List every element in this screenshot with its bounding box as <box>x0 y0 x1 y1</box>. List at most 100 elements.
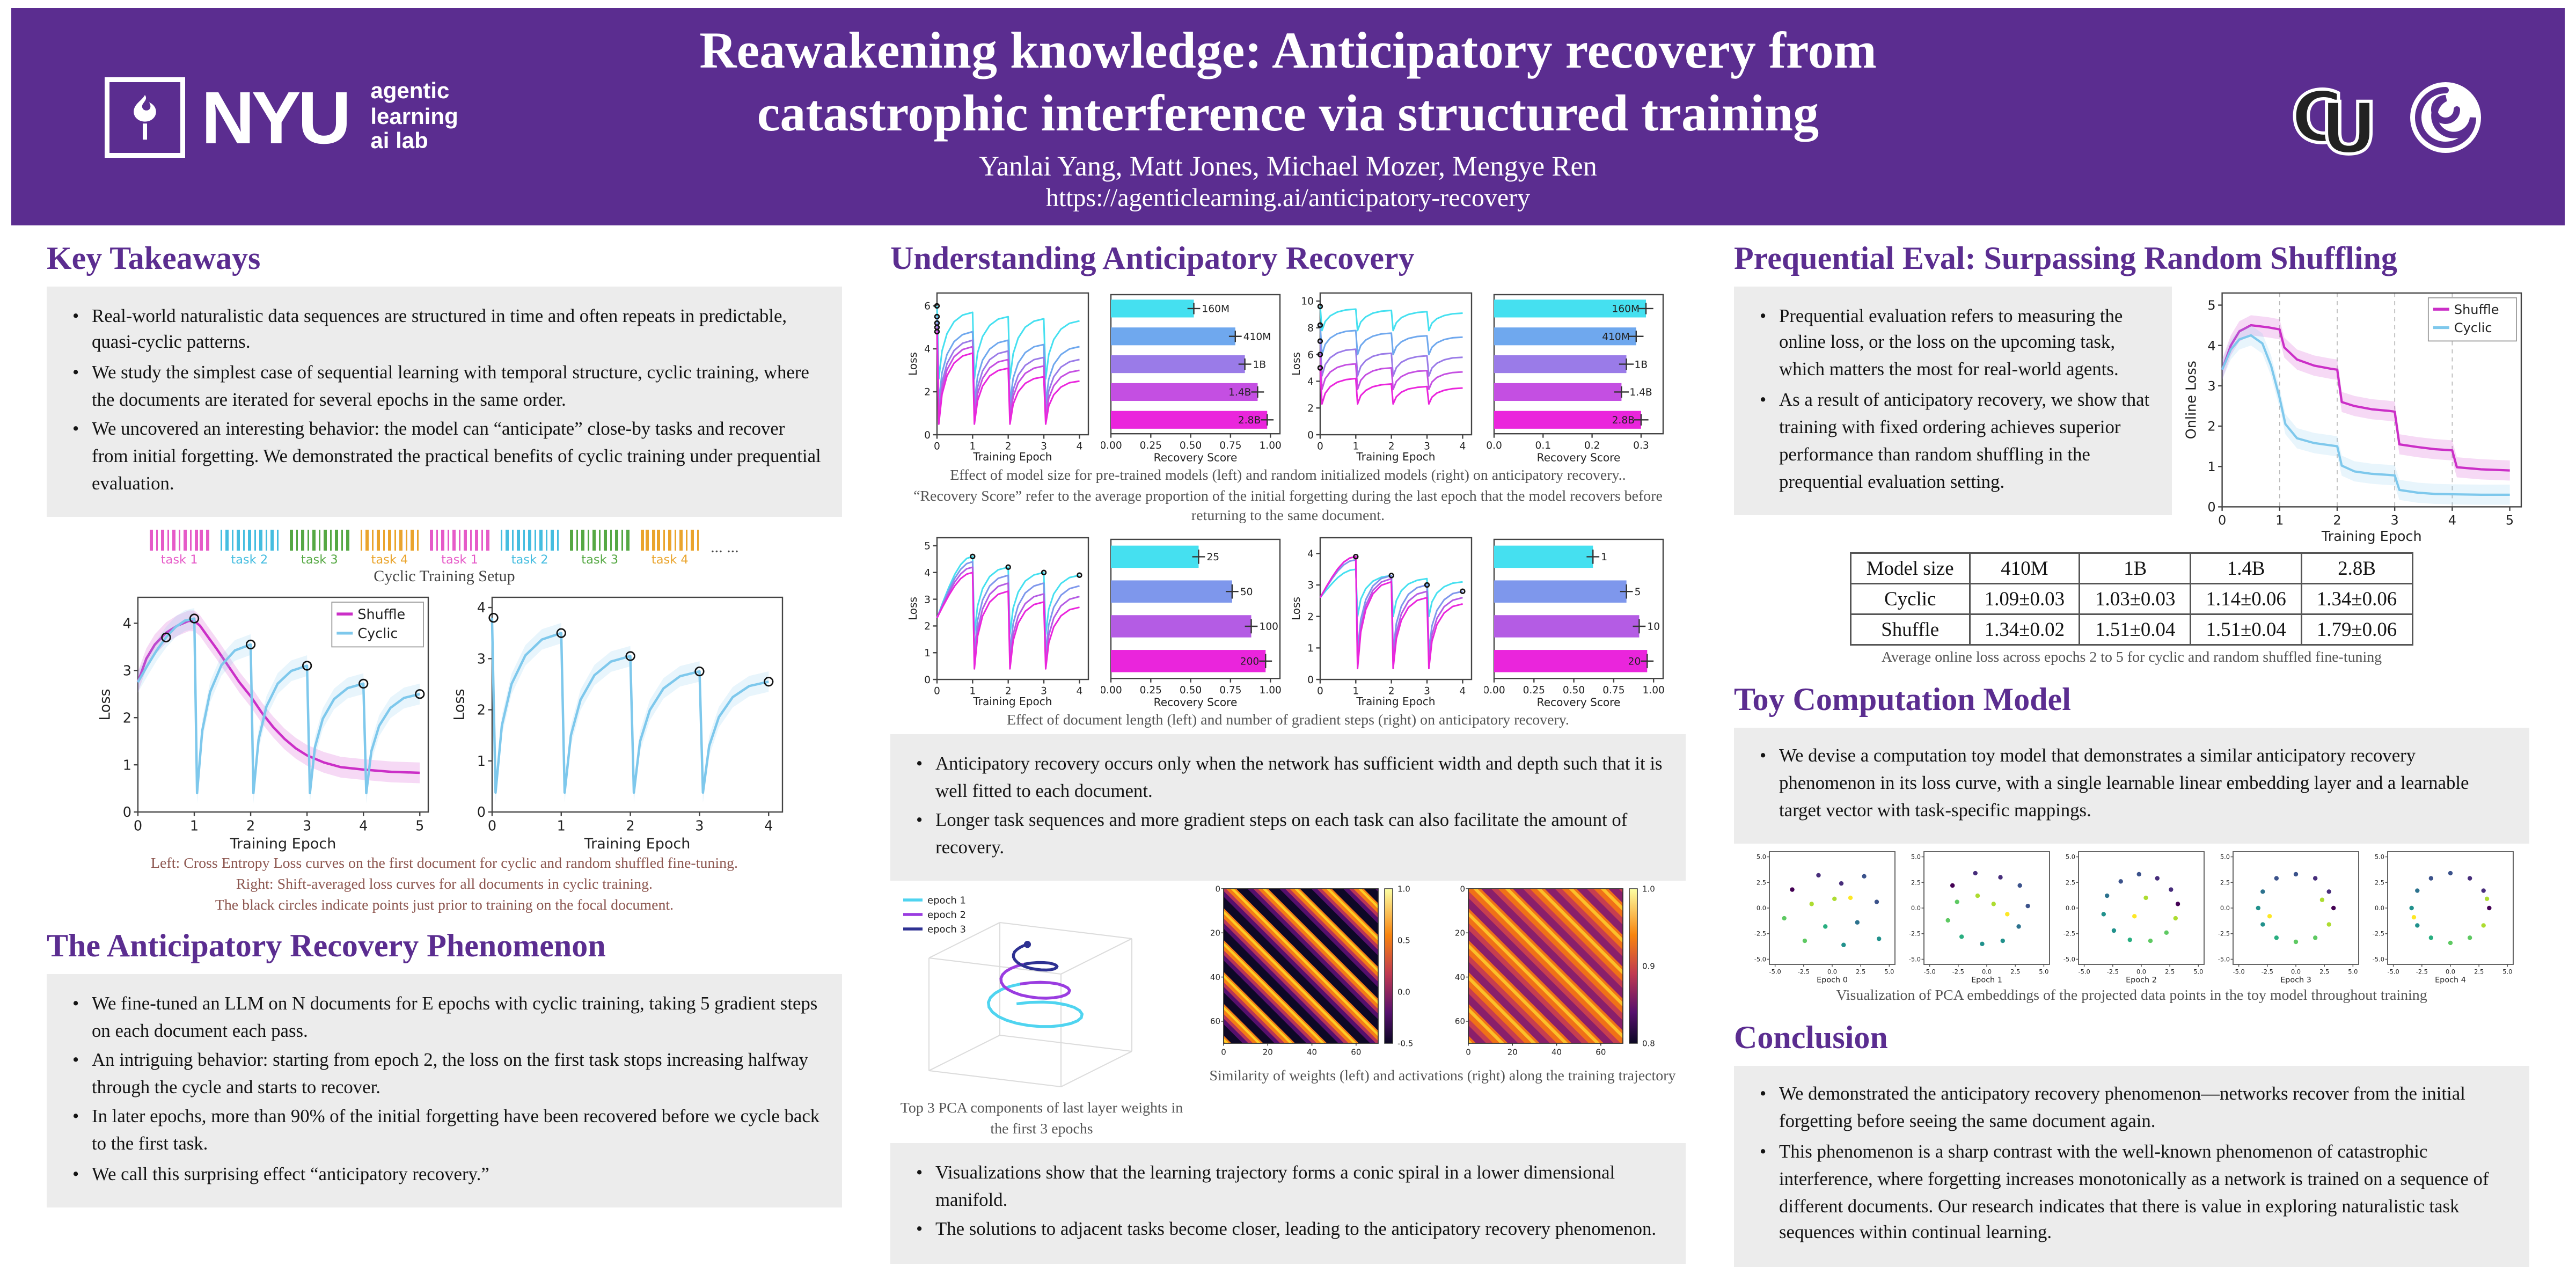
svg-text:20: 20 <box>1210 929 1220 939</box>
svg-text:4: 4 <box>477 601 486 617</box>
svg-text:-2.5: -2.5 <box>2106 968 2118 976</box>
table-cell: 1.79±0.06 <box>2300 613 2413 646</box>
table-cell: 1.34±0.02 <box>1968 613 2081 646</box>
svg-text:2.5: 2.5 <box>2164 968 2174 976</box>
bullet-item: Prequential evaluation refers to measuri… <box>1760 304 2151 385</box>
svg-text:2: 2 <box>1387 441 1394 452</box>
task-tick <box>506 530 509 552</box>
task-tick <box>545 530 548 552</box>
svg-text:0.50: 0.50 <box>1179 684 1201 696</box>
poster-title: Reawakening knowledge: Anticipatory reco… <box>297 19 2279 145</box>
project-url-link[interactable]: https://agenticlearning.ai/anticipatory-… <box>1045 185 1531 213</box>
prequential-list: Prequential evaluation refers to measuri… <box>1755 304 2151 497</box>
svg-text:410M: 410M <box>1242 331 1270 342</box>
model-size-caption: Effect of model size for pre-trained mod… <box>913 469 1663 525</box>
column-left: Key Takeaways Real-world naturalistic da… <box>47 229 842 1280</box>
svg-text:5.0: 5.0 <box>2347 968 2357 976</box>
svg-text:1: 1 <box>924 647 930 658</box>
svg-text:-5.0: -5.0 <box>1768 968 1780 976</box>
svg-text:200: 200 <box>1239 655 1258 667</box>
svg-text:4: 4 <box>2207 338 2215 353</box>
svg-text:2.5: 2.5 <box>2473 968 2483 976</box>
lab-name-line: agentic <box>370 77 450 103</box>
toy-pca-caption: Visualization of PCA embeddings of the p… <box>1836 989 2427 1005</box>
svg-text:0.0: 0.0 <box>2290 968 2300 976</box>
svg-text:2: 2 <box>924 387 930 398</box>
task-tick <box>458 530 462 552</box>
svg-text:-5.0: -5.0 <box>1753 956 1765 963</box>
svg-text:0.75: 0.75 <box>1219 684 1241 696</box>
svg-text:0.0: 0.0 <box>1755 905 1765 912</box>
table-header-cell: 1B <box>2079 552 2192 584</box>
lab-name: agentic learning ai lab <box>370 77 458 155</box>
svg-text:1: 1 <box>1352 441 1358 452</box>
title-line-2: catastrophic interference via structured… <box>757 84 1819 142</box>
svg-text:2: 2 <box>246 819 255 835</box>
task-label: task 2 <box>511 553 548 568</box>
svg-text:0: 0 <box>1460 884 1465 894</box>
heading-understanding: Understanding Anticipatory Recovery <box>890 241 1415 277</box>
svg-text:epoch 1: epoch 1 <box>927 896 966 907</box>
svg-text:0.0: 0.0 <box>2445 968 2454 976</box>
phenomenon-box: We fine-tuned an LLM on N documents for … <box>47 974 842 1208</box>
doclen-steps-caption: Effect of document length (left) and num… <box>1007 712 1569 729</box>
svg-text:60: 60 <box>1455 1017 1465 1027</box>
svg-text:5.0: 5.0 <box>2065 853 2074 861</box>
svg-text:10: 10 <box>1300 296 1313 308</box>
task-tick <box>621 530 624 552</box>
lab-name-line: ai lab <box>370 127 428 153</box>
task-tick <box>290 530 293 552</box>
torch-icon <box>134 94 156 139</box>
task-tick <box>652 530 655 552</box>
task-tick <box>570 530 573 552</box>
svg-text:0.00: 0.00 <box>1101 684 1122 696</box>
svg-text:0.1: 0.1 <box>1534 440 1550 451</box>
svg-text:50: 50 <box>1239 586 1252 597</box>
svg-text:-2.5: -2.5 <box>2217 931 2229 938</box>
svg-text:1.00: 1.00 <box>1258 684 1280 696</box>
svg-text:3: 3 <box>1423 685 1430 697</box>
svg-text:0.3: 0.3 <box>1633 440 1649 451</box>
bullet-item: Visualizations show that the learning tr… <box>916 1161 1665 1216</box>
svg-text:2: 2 <box>1307 403 1313 414</box>
task-tick <box>685 530 689 552</box>
task-tick <box>441 530 444 552</box>
svg-text:2: 2 <box>2333 513 2341 528</box>
svg-text:Training Epoch: Training Epoch <box>972 450 1051 463</box>
task-tick <box>178 530 181 552</box>
task-tick <box>329 530 332 552</box>
pca-spiral-caption: Top 3 PCA components of last layer weigh… <box>900 1102 1183 1138</box>
task-tick <box>464 530 467 552</box>
table-cell: 1.03±0.03 <box>2079 583 2192 615</box>
task-tick <box>155 530 158 552</box>
svg-text:1.00: 1.00 <box>1642 684 1664 696</box>
svg-text:Loss: Loss <box>1291 352 1302 376</box>
task-tick <box>306 530 310 552</box>
svg-text:Training Epoch: Training Epoch <box>230 836 336 852</box>
svg-text:Training Epoch: Training Epoch <box>584 836 691 852</box>
task-tick <box>626 530 630 552</box>
svg-text:100: 100 <box>1258 621 1277 632</box>
task-tick <box>598 530 602 552</box>
svg-text:410M: 410M <box>1601 331 1629 342</box>
loss-plots-caption: Left: Cross Entropy Loss curves on the f… <box>151 857 738 914</box>
svg-text:-2.5: -2.5 <box>1797 968 1809 976</box>
svg-text:0: 0 <box>1316 685 1323 697</box>
svg-text:8: 8 <box>1307 323 1313 334</box>
task-tick <box>517 530 520 552</box>
svg-text:0.25: 0.25 <box>1139 440 1161 451</box>
svg-text:-0.5: -0.5 <box>1397 1039 1413 1049</box>
svg-text:0.25: 0.25 <box>1522 684 1544 696</box>
svg-text:1.0: 1.0 <box>1642 884 1655 894</box>
task-tick <box>371 530 375 552</box>
